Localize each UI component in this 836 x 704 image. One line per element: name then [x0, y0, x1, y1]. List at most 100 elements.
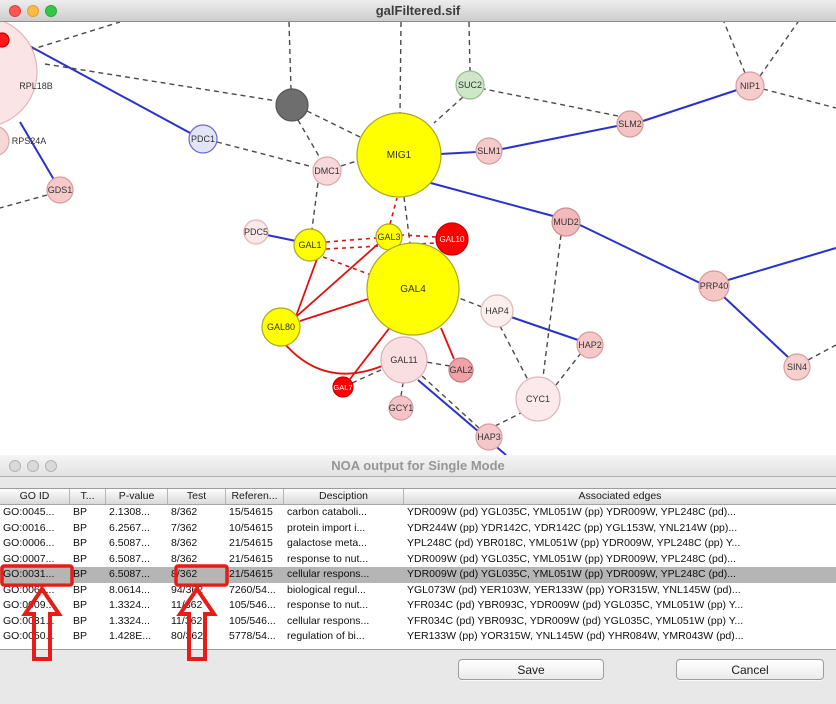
node-nip1[interactable]: NIP1: [735, 71, 765, 101]
edge-red[interactable]: [283, 342, 383, 375]
network-canvas[interactable]: RPL18BRPS24AGDS1PDC1DMC1MIG1SUC2SLM1SLM2…: [0, 22, 836, 455]
node-circle[interactable]: [616, 110, 644, 138]
node-circle[interactable]: [261, 307, 301, 347]
edge-blue[interactable]: [0, 29, 193, 135]
column-header[interactable]: Associated edges: [578, 490, 662, 502]
node-gcy1[interactable]: GCY1: [388, 395, 414, 421]
edge-dash[interactable]: [433, 96, 464, 124]
close-button[interactable]: [9, 5, 21, 17]
edge-reddash[interactable]: [389, 197, 398, 225]
edge-dash[interactable]: [29, 22, 121, 51]
edge-dash[interactable]: [311, 182, 319, 230]
node-hap4[interactable]: HAP4: [480, 294, 514, 328]
edge-dash[interactable]: [468, 22, 471, 72]
edge-dash[interactable]: [762, 88, 836, 109]
column-header[interactable]: Referen...: [226, 489, 284, 504]
edge-reddash[interactable]: [401, 234, 437, 238]
zoom-button[interactable]: [45, 5, 57, 17]
edge-dash[interactable]: [807, 344, 836, 361]
edge-dash[interactable]: [351, 368, 384, 384]
node-unlabeled-gray[interactable]: [275, 88, 309, 122]
edge-dash[interactable]: [723, 22, 746, 74]
edge-dash[interactable]: [216, 141, 314, 168]
node-gal4[interactable]: GAL4: [366, 242, 460, 336]
column-header[interactable]: P-value: [106, 489, 168, 504]
node-gds1[interactable]: GDS1: [46, 176, 74, 204]
node-pdc1[interactable]: PDC1: [188, 124, 218, 154]
minimize-button[interactable]: [27, 5, 39, 17]
node-circle[interactable]: [455, 70, 485, 100]
node-circle[interactable]: [188, 124, 218, 154]
node-circle[interactable]: [243, 219, 269, 245]
node-circle[interactable]: [0, 126, 10, 156]
close-button[interactable]: [9, 460, 21, 472]
cancel-button[interactable]: Cancel: [676, 659, 824, 680]
node-circle[interactable]: [275, 88, 309, 122]
column-header[interactable]: Test: [168, 489, 226, 504]
edge-dash[interactable]: [340, 159, 361, 167]
edge-red[interactable]: [349, 325, 392, 380]
edge-dash[interactable]: [420, 374, 480, 429]
edge-dash[interactable]: [759, 22, 799, 77]
edge-dash[interactable]: [400, 382, 404, 397]
edge-blue[interactable]: [426, 181, 554, 217]
node-circle[interactable]: [480, 294, 514, 328]
edge-dash[interactable]: [458, 297, 483, 308]
node-slm2[interactable]: SLM2: [616, 110, 644, 138]
edge-dash[interactable]: [399, 22, 402, 114]
edge-blue[interactable]: [439, 151, 478, 155]
node-circle[interactable]: [551, 207, 581, 237]
zoom-button[interactable]: [45, 460, 57, 472]
edge-dash[interactable]: [494, 411, 524, 427]
node-circle[interactable]: [0, 32, 10, 48]
edge-dash[interactable]: [0, 194, 48, 209]
node-circle[interactable]: [783, 353, 811, 381]
node-circle[interactable]: [448, 357, 474, 383]
edge-blue[interactable]: [723, 296, 790, 359]
node-circle[interactable]: [380, 336, 428, 384]
node-gal10[interactable]: GAL10: [435, 222, 469, 256]
node-circle[interactable]: [46, 176, 74, 204]
node-hap3[interactable]: HAP3: [475, 423, 503, 451]
edge-dash[interactable]: [499, 325, 529, 381]
edge-dash[interactable]: [483, 88, 619, 117]
column-header[interactable]: GO ID: [0, 489, 70, 504]
edge-dash[interactable]: [555, 352, 582, 386]
node-circle[interactable]: [475, 423, 503, 451]
edge-blue[interactable]: [266, 234, 297, 242]
save-button[interactable]: Save: [458, 659, 604, 680]
node-gal7[interactable]: GAL7: [332, 376, 354, 398]
node-hap2[interactable]: HAP2: [576, 331, 604, 359]
edge-dash[interactable]: [306, 110, 363, 139]
edge-red[interactable]: [294, 258, 318, 320]
edge-red[interactable]: [299, 298, 369, 322]
node-gal2[interactable]: GAL2: [448, 357, 474, 383]
node-circle[interactable]: [576, 331, 604, 359]
edge-blue[interactable]: [579, 224, 701, 284]
node-circle[interactable]: [293, 228, 327, 262]
edge-blue[interactable]: [510, 316, 579, 341]
edge-red[interactable]: [296, 243, 379, 317]
node-rpl18b[interactable]: RPL18B: [0, 22, 53, 127]
edge-dash[interactable]: [44, 63, 278, 102]
node-mig1[interactable]: MIG1: [356, 112, 442, 198]
node-circle[interactable]: [735, 71, 765, 101]
node-circle[interactable]: [332, 376, 354, 398]
column-header[interactable]: T...: [70, 489, 106, 504]
node-gal11[interactable]: GAL11: [380, 336, 428, 384]
node-cyc1[interactable]: CYC1: [515, 376, 561, 422]
node-pdc5[interactable]: PDC5: [243, 219, 269, 245]
edge-blue[interactable]: [727, 247, 836, 281]
edge-dash[interactable]: [542, 234, 562, 378]
column-header[interactable]: Desciption: [284, 489, 404, 504]
node-rps24a[interactable]: RPS24A: [0, 126, 46, 156]
graph-window-titlebar[interactable]: galFiltered.sif: [0, 0, 836, 22]
